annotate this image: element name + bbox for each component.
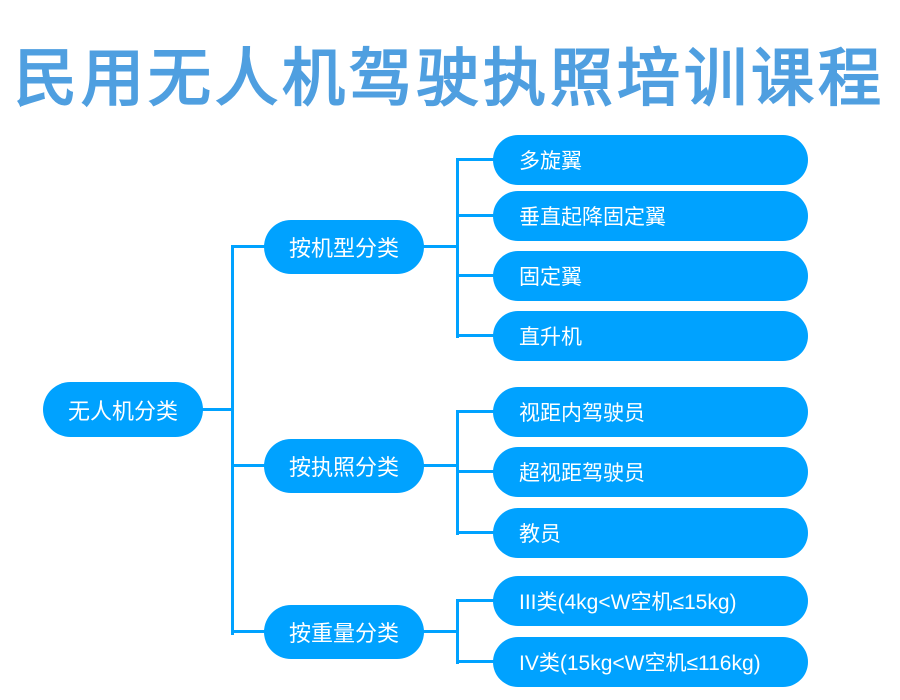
connector-leaf-instructor xyxy=(456,531,496,534)
connector-leaf-vlos-pilot xyxy=(456,410,496,413)
node-leaf-fixed-wing: 固定翼 xyxy=(493,251,808,301)
connector-main-spine xyxy=(231,245,234,635)
connector-subspine-branch3 xyxy=(456,599,459,664)
connector-branch1-to-subspine xyxy=(421,245,459,248)
node-leaf-helicopter: 直升机 xyxy=(493,311,808,361)
connector-leaf-fixed-wing xyxy=(456,274,496,277)
node-branch-license-type: 按执照分类 xyxy=(264,439,424,493)
connector-leaf-multirotor xyxy=(456,158,496,161)
connector-root-to-spine xyxy=(200,408,234,411)
node-leaf-multirotor: 多旋翼 xyxy=(493,135,808,185)
node-branch-weight-class: 按重量分类 xyxy=(264,605,424,659)
node-root: 无人机分类 xyxy=(43,382,203,437)
page-title: 民用无人机驾驶执照培训课程 xyxy=(14,44,885,114)
connector-leaf-helicopter xyxy=(456,334,496,337)
connector-leaf-vtol-fixed-wing xyxy=(456,214,496,217)
node-leaf-instructor: 教员 xyxy=(493,508,808,558)
node-leaf-class-iv: IV类(15kg<W空机≤116kg) xyxy=(493,637,808,687)
connector-spine-to-branch1 xyxy=(231,245,267,248)
node-branch-aircraft-type: 按机型分类 xyxy=(264,220,424,274)
connector-spine-to-branch2 xyxy=(231,464,267,467)
connector-branch2-to-subspine xyxy=(421,464,459,467)
node-leaf-vlos-pilot: 视距内驾驶员 xyxy=(493,387,808,437)
connector-spine-to-branch3 xyxy=(231,630,267,633)
connector-leaf-bvlos-pilot xyxy=(456,470,496,473)
connector-leaf-class-iii xyxy=(456,599,496,602)
node-leaf-bvlos-pilot: 超视距驾驶员 xyxy=(493,447,808,497)
connector-subspine-branch1 xyxy=(456,158,459,338)
node-leaf-class-iii: III类(4kg<W空机≤15kg) xyxy=(493,576,808,626)
connector-branch3-to-subspine xyxy=(421,630,459,633)
node-leaf-vtol-fixed-wing: 垂直起降固定翼 xyxy=(493,191,808,241)
connector-leaf-class-iv xyxy=(456,660,496,663)
